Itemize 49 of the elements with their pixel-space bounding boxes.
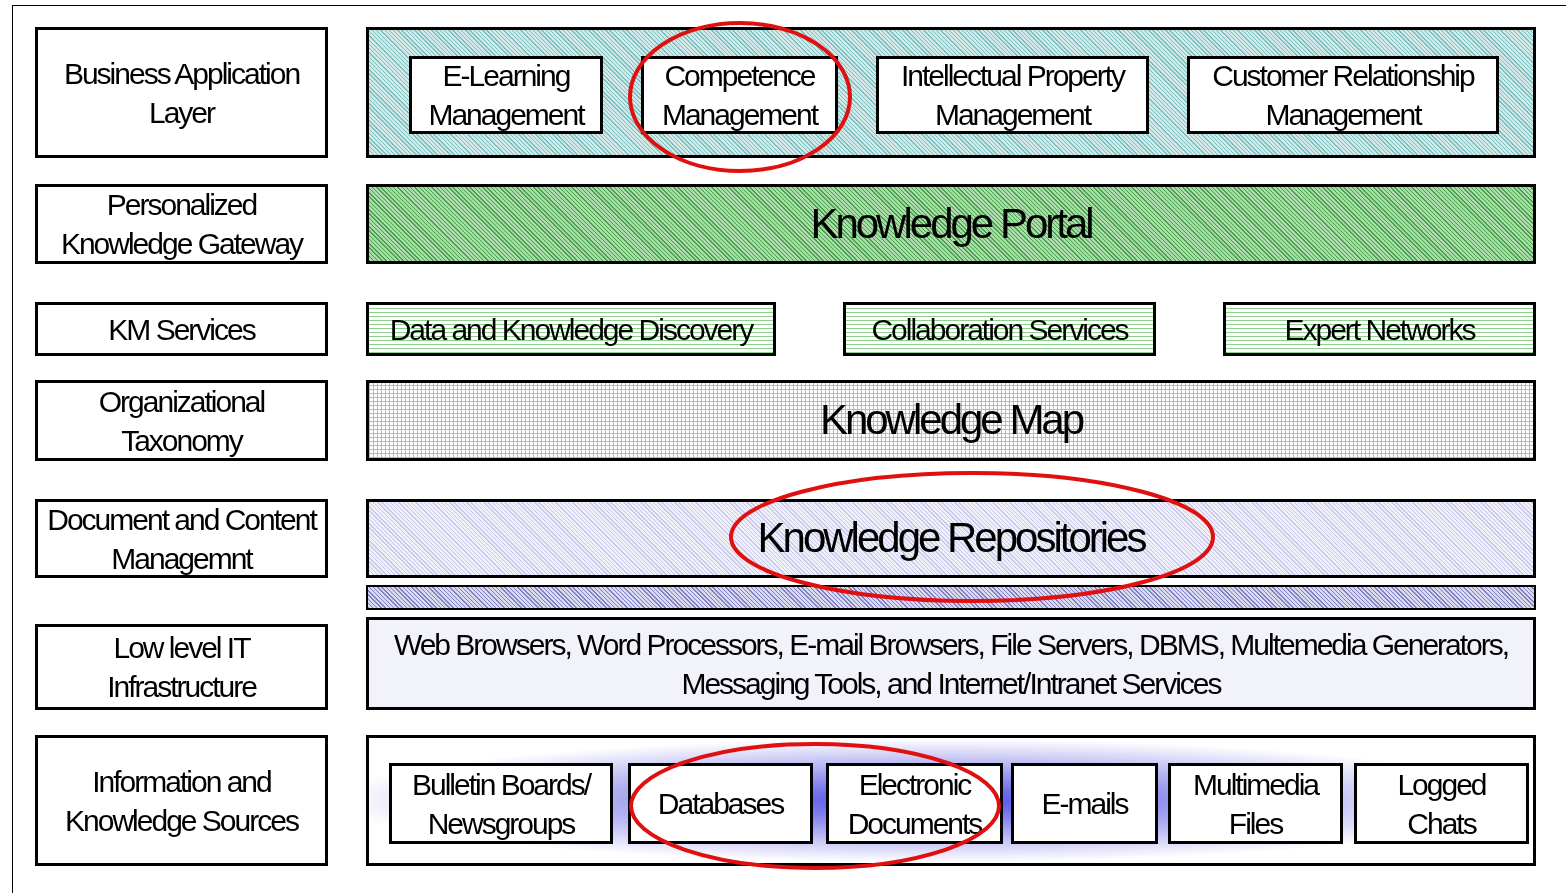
node-label: Expert Networks: [1283, 311, 1477, 348]
layer-box: [389, 763, 613, 844]
layer-box: [641, 56, 838, 134]
layer-box: [366, 302, 776, 356]
layer-box: [366, 499, 1536, 578]
layer-box: [35, 380, 328, 461]
node-label: Document and Content Managemnt: [46, 501, 318, 577]
layer-box: [1168, 763, 1343, 844]
node-label: Multimedia Files: [1191, 766, 1320, 842]
node-label: Web Browsers, Word Processors, E-mail Browsers, File Servers, DBMS, Multemedia Generators, Messaging Tools, and Internet/Intranet Services: [392, 626, 1510, 702]
node-label: Business Application Layer: [62, 55, 301, 131]
layer-box: [366, 617, 1536, 710]
node-label: Logged Chats: [1396, 766, 1487, 842]
layer-box: [35, 735, 328, 866]
node-label: KM Services: [107, 311, 257, 348]
node-label: Organizational Taxonomy: [97, 383, 266, 459]
node-label: Knowledge Repositories: [756, 513, 1146, 564]
layer-box: [1011, 763, 1158, 844]
node-label: E-mails: [1040, 786, 1129, 822]
layer-box: [843, 302, 1156, 356]
divider-bar: [366, 585, 1536, 610]
layer-box: [35, 302, 328, 356]
layer-box: [1223, 302, 1536, 356]
node-label: Knowledge Portal: [809, 198, 1093, 249]
layer-box: [628, 763, 813, 844]
layer-box: [1187, 56, 1499, 134]
layer-box: [366, 380, 1536, 461]
node-label: Databases: [656, 786, 785, 822]
node-label: Low level IT Infrastructure: [106, 630, 258, 705]
node-label: E-Learning Management: [427, 58, 586, 133]
node-label: Customer Relationship Management: [1211, 58, 1476, 133]
layer-box: [35, 624, 328, 710]
node-label: Information and Knowledge Sources: [64, 763, 300, 839]
node-label: Personalized Knowledge Gateway: [59, 187, 304, 262]
layer-box: [35, 184, 328, 264]
node-label: Electronic Documents: [846, 766, 983, 842]
node-label: Collaboration Services: [870, 311, 1130, 348]
node-label: Bulletin Boards/ Newsgroups: [410, 766, 592, 842]
layer-box: [366, 184, 1536, 264]
layer-box: [876, 56, 1149, 134]
node-label: Intellectual Property Management: [899, 58, 1126, 133]
layer-box: [1354, 763, 1529, 844]
band-panel: [366, 27, 1536, 158]
band-panel: [366, 735, 1536, 866]
layer-box: [409, 56, 603, 134]
layer-box: [35, 27, 328, 158]
node-label: Data and Knowledge Discovery: [388, 311, 754, 348]
layer-box: [826, 763, 1003, 844]
node-label: Competence Management: [660, 58, 819, 133]
